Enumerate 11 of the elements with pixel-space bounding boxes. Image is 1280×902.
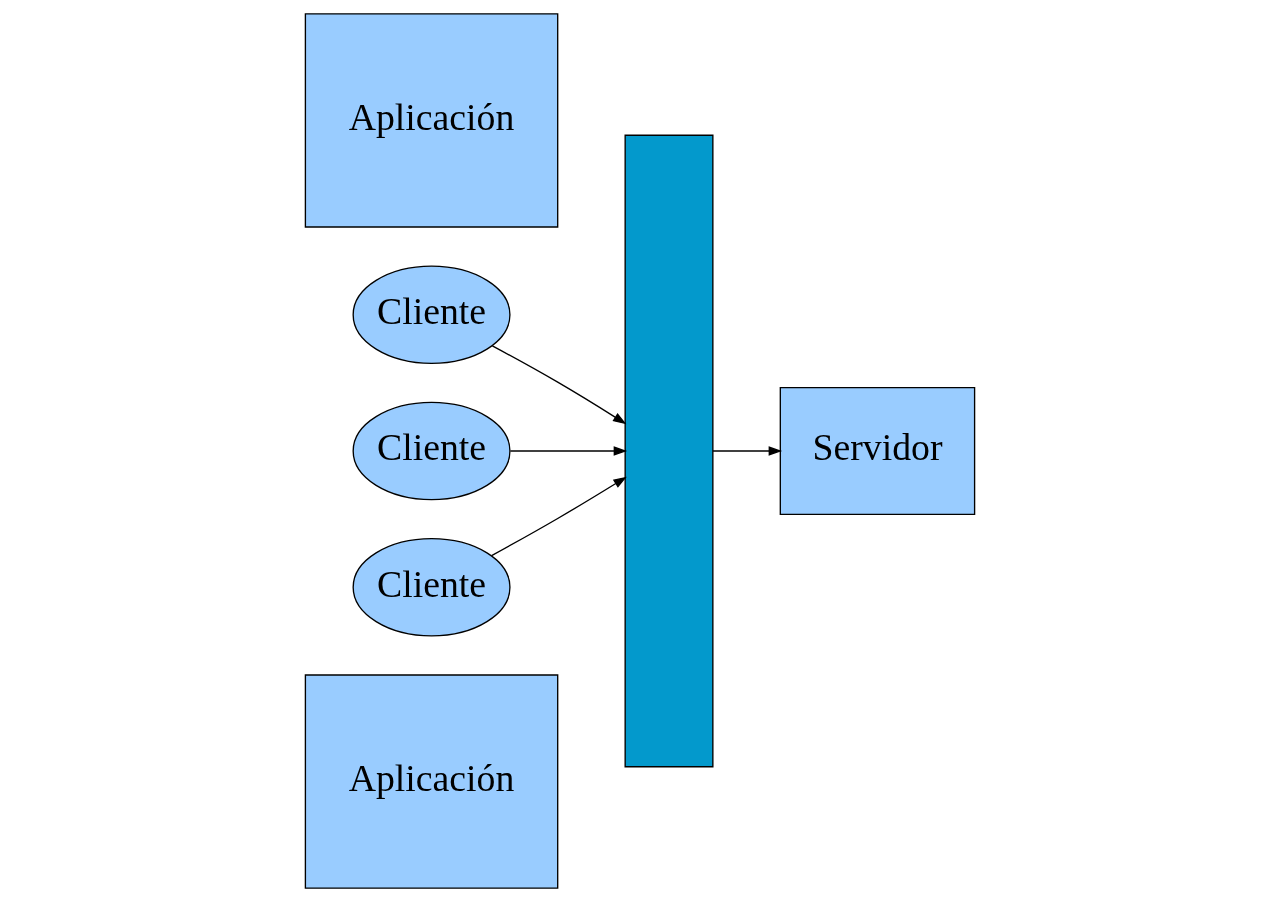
node-ellipse: Cliente: [352, 538, 511, 637]
node-ellipse: Cliente: [352, 401, 511, 501]
arrow: [712, 446, 783, 456]
node-box: Aplicación: [304, 674, 559, 889]
node-ellipse: Cliente: [352, 265, 511, 364]
node-box: Servidor: [779, 386, 976, 516]
node-box: Aplicación: [304, 13, 559, 228]
arrow: [490, 476, 627, 557]
arrow: [491, 345, 627, 425]
node-bar: [624, 134, 714, 768]
arrow: [509, 446, 628, 456]
